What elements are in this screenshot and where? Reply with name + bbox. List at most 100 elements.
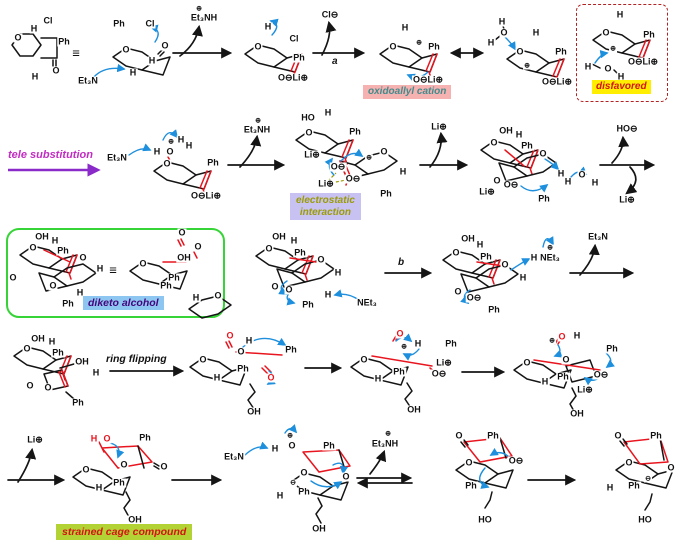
atom-label: OH bbox=[498, 125, 514, 136]
atom-label: O⊖ bbox=[502, 179, 520, 190]
atom-label: O⊖ bbox=[465, 292, 483, 303]
atom-label: H bbox=[333, 267, 343, 278]
atom-label: O bbox=[557, 331, 567, 342]
atom-label: H bbox=[514, 129, 524, 140]
triethylamine: NEt₃ bbox=[356, 297, 378, 308]
atom-label: O bbox=[13, 32, 23, 43]
atom-label: OH bbox=[34, 231, 50, 242]
atom-label: OH bbox=[30, 333, 46, 344]
atom-label: Ph bbox=[464, 480, 478, 491]
atom-label: Li⊕ bbox=[435, 357, 453, 368]
atom-label: OH bbox=[127, 514, 143, 525]
atom-label: H bbox=[529, 252, 539, 263]
atom-label: ⊕ bbox=[384, 430, 392, 438]
atom-label: ⊕ bbox=[546, 244, 554, 252]
atom-label: H bbox=[572, 330, 582, 341]
atom-label: O bbox=[213, 290, 223, 301]
atom-label: ⊕ bbox=[286, 432, 294, 440]
atom-label: Ph bbox=[554, 46, 568, 57]
atom-label: Ph bbox=[322, 440, 336, 451]
atom-label: H bbox=[323, 107, 333, 118]
atom-label: O bbox=[601, 27, 611, 38]
atom-label: O bbox=[515, 46, 525, 57]
triethylammonium: NEt₃ bbox=[539, 252, 561, 263]
atom-label: H bbox=[91, 367, 101, 378]
atom-label: H bbox=[540, 376, 550, 387]
atom-label: Ph bbox=[51, 347, 65, 358]
atom-label: H bbox=[605, 482, 615, 493]
oxidoallyl-cation-label: oxidoallyl cation bbox=[363, 85, 452, 99]
electrostatic-line1: electrostatic bbox=[296, 195, 355, 206]
atom-label: H bbox=[30, 71, 40, 82]
step-b-label: b bbox=[398, 257, 405, 268]
triethylamine: Et₃N bbox=[223, 451, 245, 462]
atom-label: Ph bbox=[537, 193, 551, 204]
atom-label: O bbox=[8, 272, 18, 283]
atom-label: H bbox=[413, 338, 423, 349]
triethylamine: Et₃N bbox=[106, 152, 128, 163]
atom-label: H bbox=[373, 373, 383, 384]
atom-label: OH bbox=[246, 406, 262, 417]
ring-flipping-label: ring flipping bbox=[106, 353, 167, 365]
atom-label: O bbox=[102, 433, 112, 444]
atom-label: O bbox=[160, 40, 170, 51]
triethylammonium: Et₃NH bbox=[370, 438, 400, 449]
atom-label: H bbox=[289, 235, 299, 246]
atom-label: Li⊕ bbox=[303, 149, 321, 160]
atom-label: O bbox=[464, 457, 474, 468]
atom-label: O⊖Li⊕ bbox=[411, 74, 445, 85]
atom-label: O bbox=[198, 354, 208, 365]
atom-label: H bbox=[244, 335, 254, 346]
atom-label: O bbox=[492, 175, 502, 186]
atom-label: O⊖ bbox=[430, 368, 448, 379]
atom-label: Cl bbox=[144, 18, 156, 29]
atom-label: O bbox=[193, 241, 203, 252]
atom-label: O bbox=[454, 430, 464, 441]
atom-label: Ph bbox=[486, 430, 500, 441]
atom-label: H bbox=[323, 289, 333, 300]
lithium-cation: Li⊕ bbox=[430, 121, 448, 132]
atom-label: O bbox=[341, 471, 351, 482]
atom-label: Ph bbox=[348, 126, 362, 137]
atom-label: O⊖ bbox=[329, 161, 347, 172]
atom-label: O bbox=[395, 328, 405, 339]
atom-label: Ph bbox=[642, 29, 656, 40]
lithium-cation: Li⊕ bbox=[26, 434, 44, 445]
atom-label: O bbox=[81, 464, 91, 475]
atom-label: H bbox=[263, 21, 273, 32]
atom-label: HO bbox=[300, 112, 316, 123]
atom-label: H bbox=[152, 146, 162, 157]
atom-label: O bbox=[119, 459, 129, 470]
atom-label: Ph bbox=[167, 272, 181, 283]
atom-label: O bbox=[500, 259, 510, 270]
atom-label: Ph bbox=[487, 304, 501, 315]
atom-label: Li⊕ bbox=[576, 384, 594, 395]
atom-label: H bbox=[89, 433, 99, 444]
atom-label: Li⊕ bbox=[478, 186, 496, 197]
atom-label: O bbox=[225, 330, 235, 341]
atom-label: H bbox=[563, 176, 573, 187]
atom-label: Ph bbox=[392, 366, 406, 377]
triethylammonium: Et₃NH bbox=[242, 124, 272, 135]
atom-label: Ph bbox=[284, 344, 298, 355]
atom-label: Cl bbox=[42, 15, 54, 26]
molecule-skeletons bbox=[11, 25, 673, 524]
atom-label: Ph bbox=[56, 245, 70, 256]
atom-label: H bbox=[191, 292, 201, 303]
atom-label: O bbox=[603, 63, 613, 74]
atom-label: O bbox=[359, 354, 369, 365]
atom-label: OH bbox=[74, 356, 90, 367]
atom-label: O bbox=[138, 258, 148, 269]
atom-label: Ph bbox=[112, 18, 126, 29]
equivalence-sign: ≡ bbox=[108, 262, 118, 278]
disfavored-label: disfavored bbox=[592, 80, 651, 94]
atom-label: H bbox=[531, 27, 541, 38]
atom-label: Ph bbox=[57, 36, 71, 47]
atom-label: O bbox=[561, 354, 571, 365]
atom-label: O bbox=[666, 462, 676, 473]
atom-label: O bbox=[287, 440, 297, 451]
atom-label: Ph bbox=[444, 338, 458, 349]
atom-label: H bbox=[184, 140, 194, 151]
atom-label: O bbox=[453, 286, 463, 297]
